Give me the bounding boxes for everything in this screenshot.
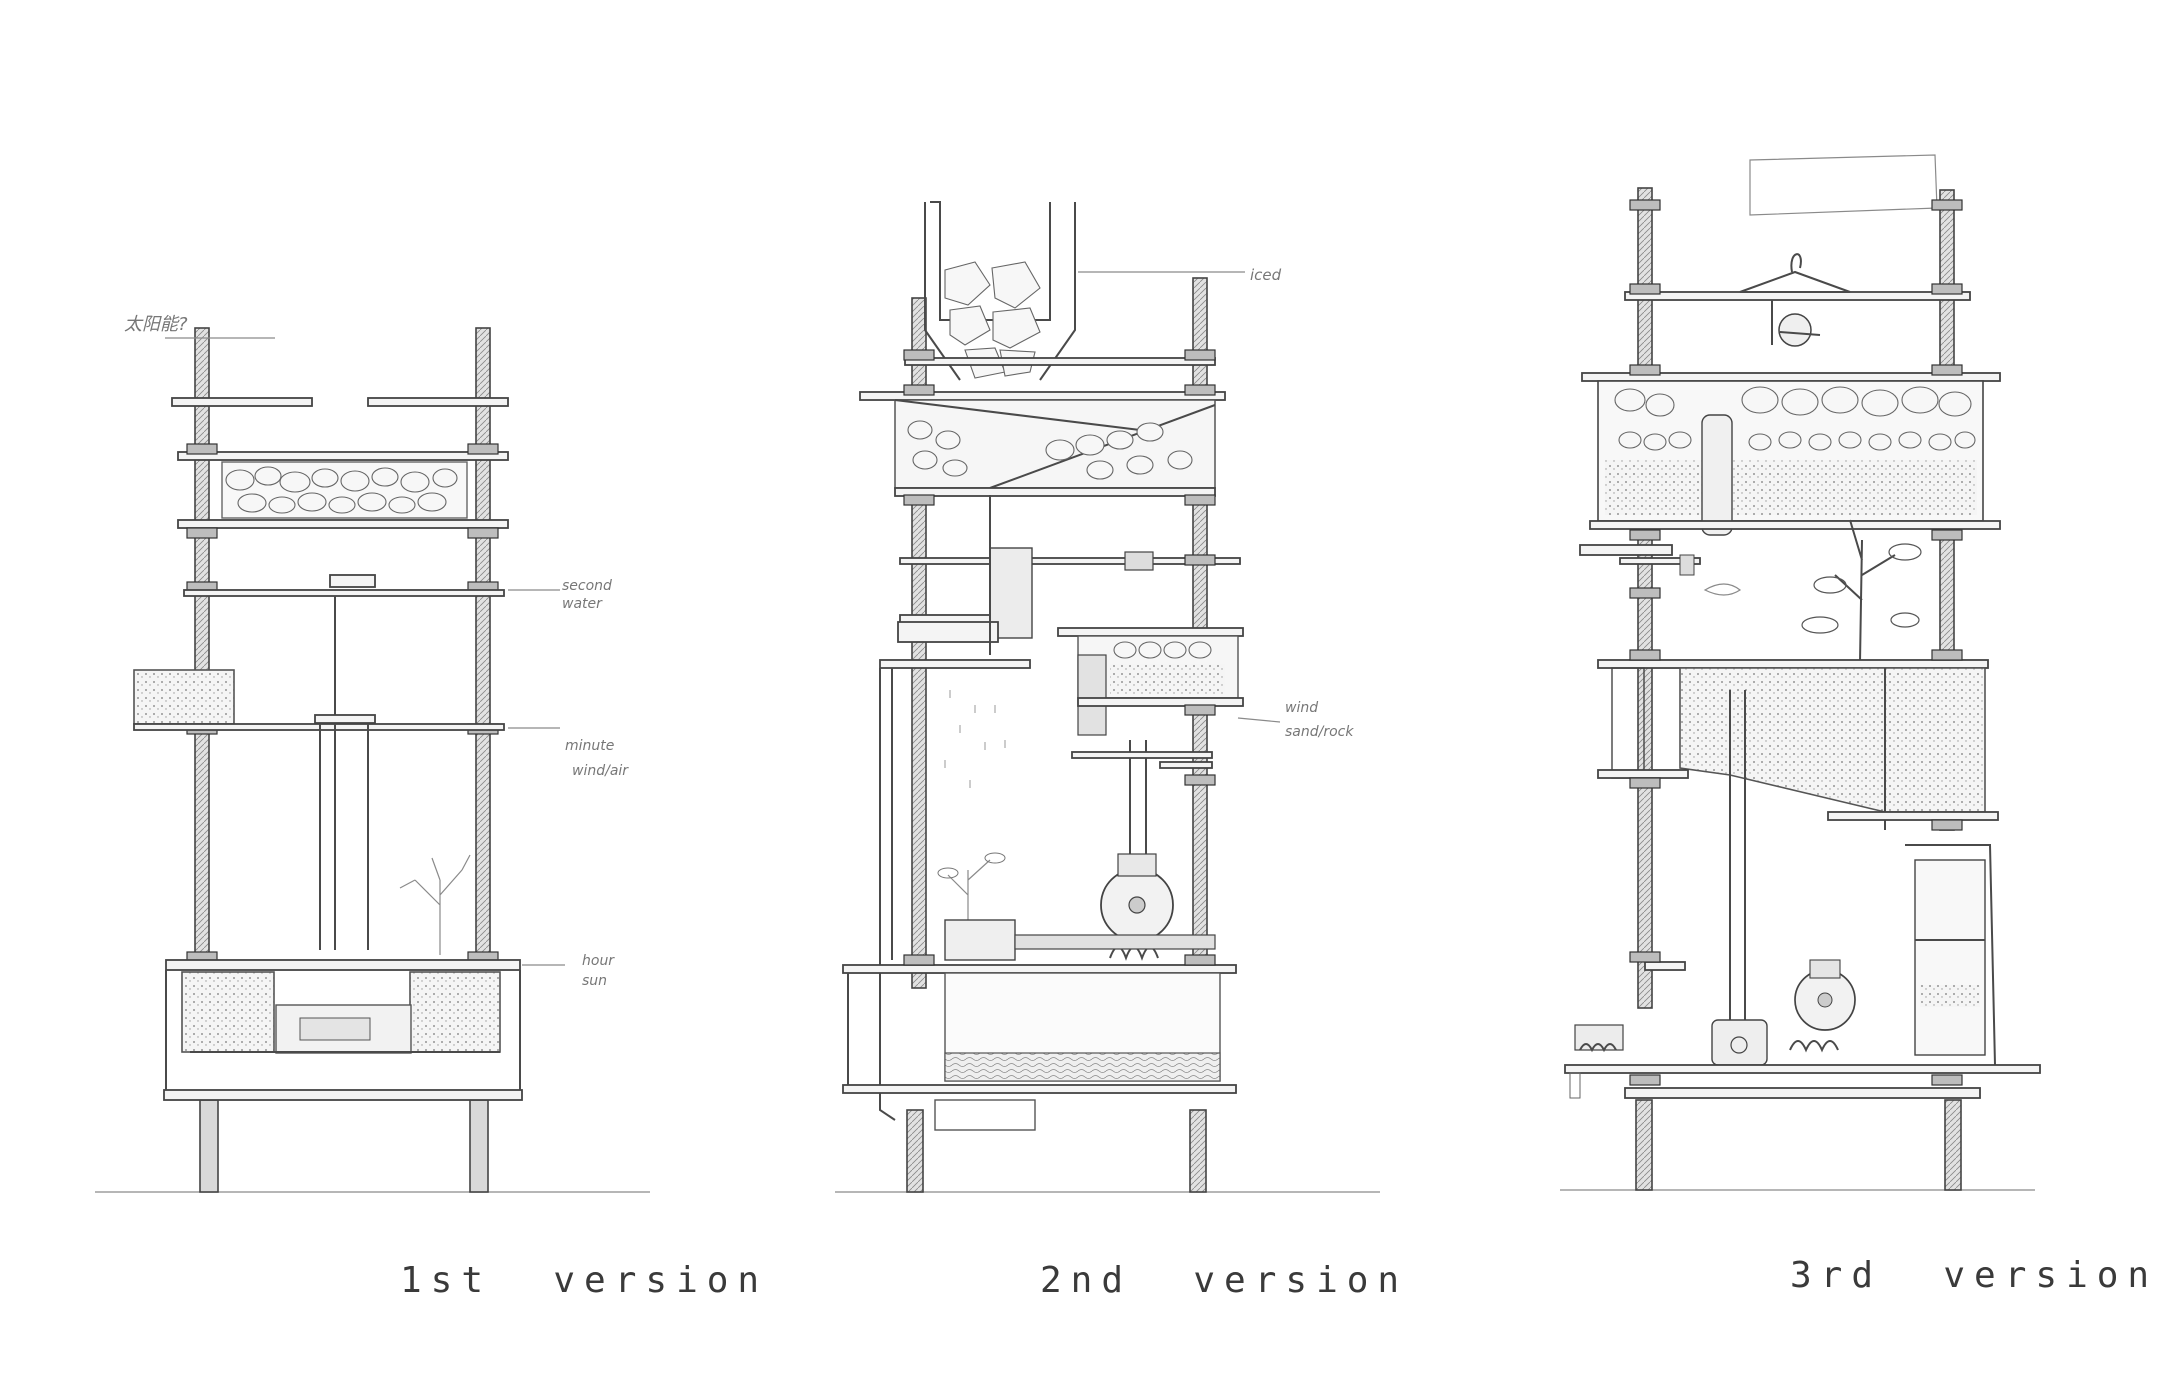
water-column (1914, 859, 1986, 1056)
gear-box (329, 574, 376, 588)
caption-3rd-version: 3rd version (1790, 1255, 2159, 1296)
annotation: sun (582, 973, 607, 989)
tray-bottom-plate (177, 519, 509, 529)
stones (225, 466, 458, 514)
tray-bottom-plate (894, 487, 1216, 497)
top-plate (367, 397, 509, 407)
ice-stones (944, 261, 1041, 379)
annotation: iced (1250, 266, 1282, 284)
annotation: hour (582, 953, 615, 969)
annotation: second (562, 578, 612, 594)
leg (199, 1099, 219, 1193)
caption-1st-version: 1st version (400, 1260, 769, 1301)
annotation: wind (1285, 700, 1318, 716)
annotation: wind/air (572, 763, 629, 779)
base-soil-left (181, 971, 275, 1053)
annotation: 太阳能? (124, 314, 188, 335)
plant-sketch (399, 854, 471, 955)
top-plate (904, 357, 1216, 366)
motor (299, 1017, 371, 1041)
top-panel-sketch (1749, 154, 1938, 216)
threaded-rod (194, 327, 210, 969)
rain-drops (944, 690, 1006, 788)
drive-shaft (1014, 934, 1216, 950)
sand-rock-stones (1110, 641, 1225, 694)
base-soil-right (409, 971, 501, 1053)
base-top (842, 964, 1237, 974)
base-bottom (1624, 1087, 1981, 1099)
version-3-sketch (1560, 154, 2041, 1191)
annotation: water (562, 596, 603, 612)
base-bottom (163, 1089, 523, 1101)
tank-bottom-plate (1589, 520, 2001, 530)
tray-stones (907, 420, 1193, 480)
annotation: sand/rock (1285, 724, 1354, 740)
tank-stones (1605, 386, 1977, 515)
gear-wheel (1100, 853, 1174, 942)
base-top (165, 959, 521, 971)
nuts (903, 199, 1963, 1086)
sand-container (133, 669, 235, 725)
annotation: minute (565, 738, 614, 754)
crank-wheel (1778, 313, 1812, 347)
version-2-sketch: iced (835, 201, 1380, 1193)
gear-wheel (1794, 959, 1856, 1031)
motor-box (944, 919, 1016, 961)
second-plate (183, 589, 505, 597)
leg (469, 1099, 489, 1193)
caption-2nd-version: 2nd version (1040, 1260, 1409, 1301)
gear-plate (899, 557, 1241, 565)
shaft-bracket (314, 714, 376, 724)
water-reservoir (944, 1052, 1221, 1082)
plant-sketch (937, 852, 1006, 920)
top-plate (171, 397, 313, 407)
base-bottom (842, 1084, 1237, 1094)
tray-top-plate (177, 451, 509, 461)
float-cylinder (1701, 414, 1733, 536)
soil-tank (1679, 667, 1986, 813)
motor-box (1711, 1019, 1768, 1066)
base-top (1564, 1064, 2041, 1074)
version-1-sketch: 太阳能? second water minute wind/air hour s… (95, 314, 650, 1193)
threaded-rod (475, 327, 491, 969)
